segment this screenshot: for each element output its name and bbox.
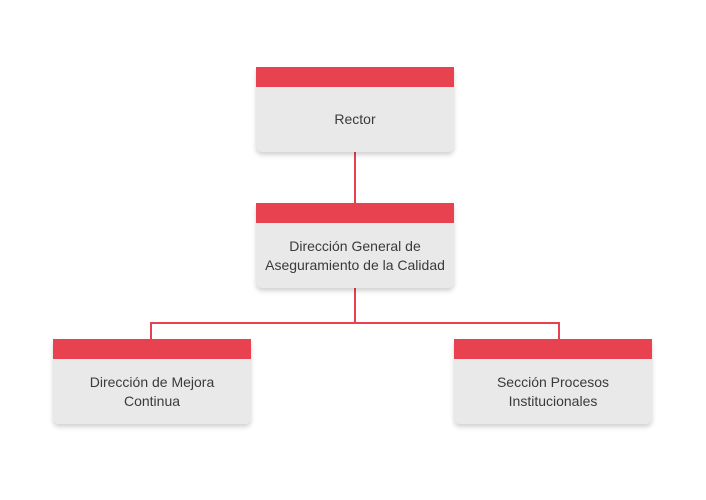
- node-header-bar: [256, 67, 454, 87]
- node-label-direccion-general: Dirección General de Aseguramiento de la…: [265, 237, 445, 273]
- connector-horizontal: [150, 322, 560, 324]
- node-label-seccion-procesos: Sección Procesos Institucionales: [496, 373, 610, 409]
- node-direccion-general: Dirección General de Aseguramiento de la…: [256, 203, 454, 288]
- node-header-bar: [53, 339, 251, 359]
- connector-to-mejora: [150, 322, 152, 340]
- node-label-rector: Rector: [334, 111, 376, 127]
- connector-rector-to-general: [354, 152, 356, 204]
- connector-to-procesos: [558, 322, 560, 340]
- node-direccion-mejora: Dirección de Mejora Continua: [53, 339, 251, 424]
- node-header-bar: [454, 339, 652, 359]
- node-label-direccion-mejora: Dirección de Mejora Continua: [89, 373, 215, 409]
- node-rector: Rector: [256, 67, 454, 152]
- node-seccion-procesos: Sección Procesos Institucionales: [454, 339, 652, 424]
- connector-general-down: [354, 286, 356, 323]
- node-header-bar: [256, 203, 454, 223]
